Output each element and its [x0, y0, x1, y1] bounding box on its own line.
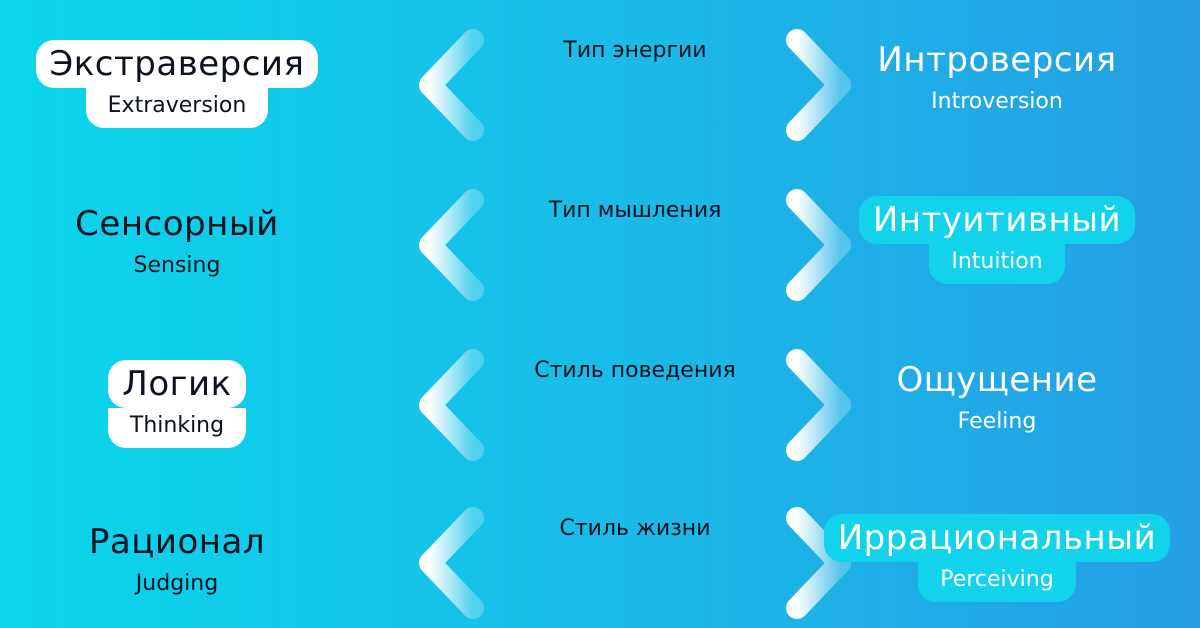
left-pole-title: Рационал	[88, 522, 266, 562]
right-pole: Иррациональный Perceiving	[817, 514, 1177, 602]
arrow-label: Стиль жизни	[559, 516, 711, 541]
left-pole: Экстраверсия Extraversion	[0, 40, 357, 128]
double-arrow-icon	[419, 29, 851, 141]
left-pole: Рационал Judging	[0, 518, 357, 606]
double-arrow-icon	[419, 189, 851, 301]
dichotomy-row-thinking: Сенсорный Sensing Тип мышления Интуитивн…	[0, 160, 1200, 310]
left-pole-title: Сенсорный	[75, 204, 279, 244]
right-pole-subtitle: Introversion	[931, 89, 1063, 114]
dichotomy-row-energy: Экстраверсия Extraversion Тип энергии Ин…	[0, 0, 1200, 150]
left-pole: Сенсорный Sensing	[0, 200, 357, 288]
right-pole-title: Ощущение	[896, 360, 1098, 400]
dichotomy-row-behavior: Логик Thinking Стиль поведения Ощущение …	[0, 320, 1200, 470]
left-pole-subtitle: Sensing	[133, 253, 221, 278]
double-arrow-icon	[419, 349, 851, 461]
dichotomy-row-lifestyle: Рационал Judging Стиль жизни Иррациональ…	[0, 478, 1200, 628]
right-pole: Интуитивный Intuition	[817, 196, 1177, 284]
right-pole-title: Интуитивный	[858, 196, 1136, 244]
arrow-label: Стиль поведения	[534, 358, 736, 383]
right-pole: Интроверсия Introversion	[817, 36, 1177, 124]
left-pole-title: Экстраверсия	[35, 40, 319, 88]
right-pole: Ощущение Feeling	[817, 356, 1177, 444]
left-pole-subtitle: Judging	[135, 571, 219, 596]
left-pole-title: Логик	[108, 360, 246, 408]
left-pole-subtitle: Extraversion	[85, 88, 269, 128]
left-pole: Логик Thinking	[0, 360, 357, 448]
right-pole-title: Интроверсия	[877, 40, 1117, 80]
double-arrow-icon	[419, 507, 851, 619]
arrow-label: Тип мышления	[548, 198, 722, 223]
right-pole-subtitle: Perceiving	[918, 562, 1076, 602]
arrow-label: Тип энергии	[563, 38, 707, 63]
right-pole-title: Иррациональный	[823, 514, 1171, 562]
left-pole-subtitle: Thinking	[107, 408, 247, 448]
right-pole-subtitle: Feeling	[957, 409, 1037, 434]
right-pole-subtitle: Intuition	[929, 244, 1065, 284]
